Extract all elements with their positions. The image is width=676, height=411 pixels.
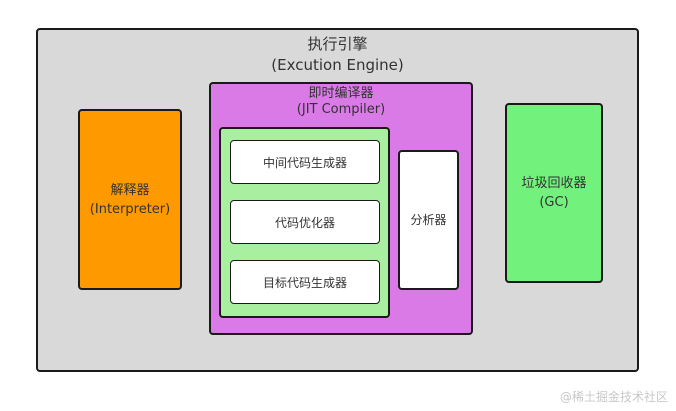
analyzer-box: 分析器 (398, 150, 459, 290)
intermediate-code-generator-box: 中间代码生成器 (230, 140, 380, 184)
watermark: @稀土掘金技术社区 (559, 390, 668, 404)
interpreter-subtitle: (Interpreter) (89, 201, 171, 217)
execution-engine-subtitle: (Excution Engine) (271, 56, 404, 74)
code-optimizer-label: 代码优化器 (274, 215, 335, 230)
interpreter-box: 解释器 (Interpreter) (78, 109, 182, 290)
target-code-generator-box: 目标代码生成器 (230, 260, 380, 304)
garbage-collector-title: 垃圾回收器 (521, 176, 587, 191)
target-code-generator-label: 目标代码生成器 (262, 275, 347, 290)
jit-compiler-subtitle: (JIT Compiler) (296, 102, 386, 117)
garbage-collector-subtitle: (GC) (539, 195, 569, 210)
intermediate-code-generator-label: 中间代码生成器 (262, 155, 347, 170)
interpreter-title: 解释器 (110, 182, 150, 198)
garbage-collector-box: 垃圾回收器 (GC) (505, 103, 603, 283)
execution-engine-title: 执行引擎 (307, 35, 368, 53)
jit-compiler-title: 即时编译器 (308, 86, 374, 101)
code-optimizer-box: 代码优化器 (230, 200, 380, 244)
analyzer-label: 分析器 (410, 212, 447, 227)
